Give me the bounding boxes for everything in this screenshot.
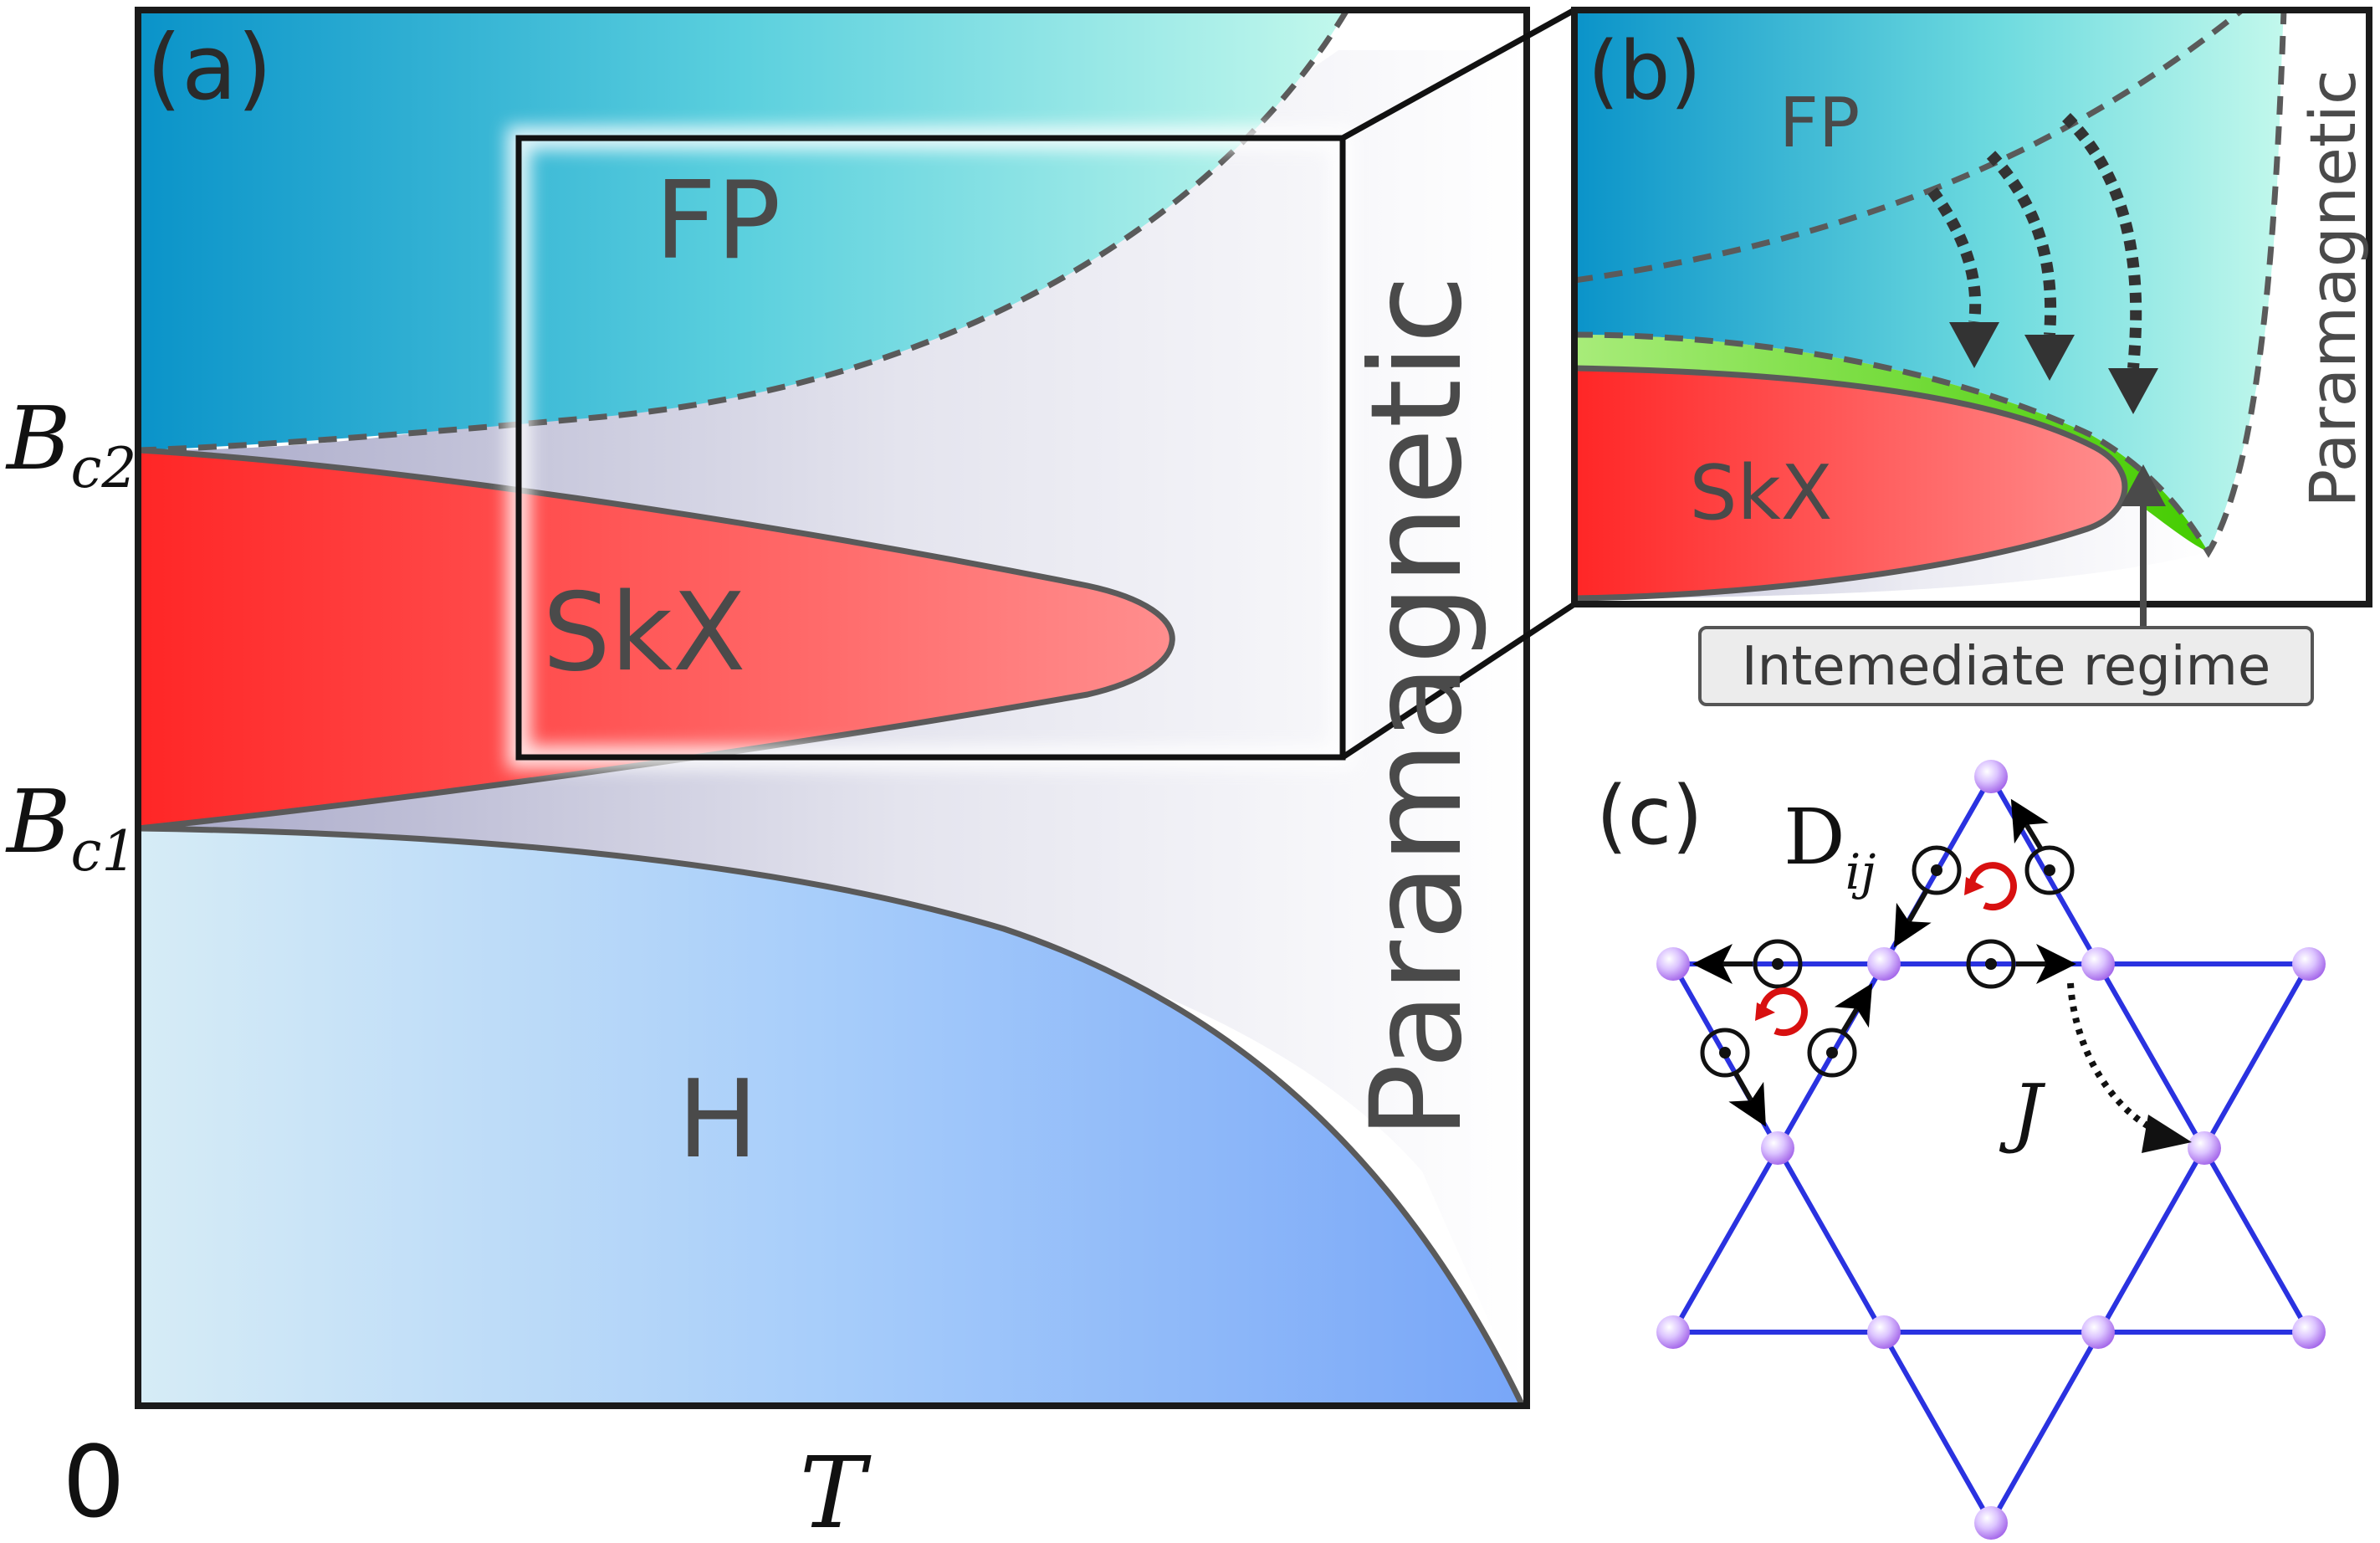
dm-vector-out (2024, 845, 2075, 895)
dm-vector-out (1807, 1028, 1857, 1078)
h-label-a: H (678, 1058, 758, 1182)
lattice-site (1867, 947, 1901, 981)
shift-arrowhead-2 (2024, 335, 2075, 381)
lattice-site (1656, 947, 1690, 981)
dm-vector-out (1912, 845, 1962, 895)
panel-a: (a) FP SkX H Paramagnetic Bc2 Bc1 0 T (5, 7, 1576, 1543)
lattice-site (1974, 760, 2008, 793)
bond-arrow (1894, 889, 1932, 948)
shift-arrows (1927, 113, 2142, 369)
lattice-site (2081, 947, 2115, 981)
bond-arrow (1834, 982, 1873, 1033)
vorticity-arrowheads (1755, 877, 1984, 1021)
lattice-site (2081, 1315, 2115, 1349)
lattice-site (2188, 1131, 2221, 1165)
dm-label: Dij (1784, 792, 1876, 900)
intermediate-callout-box (1698, 626, 2314, 706)
vorticity-arrow-up-triangle (1968, 862, 2017, 911)
shift-arrowheads (1949, 322, 2158, 414)
bc1-tick-label: Bc1 (5, 771, 136, 884)
paramagnetic-label-a: Paramagnetic (1344, 275, 1490, 1140)
dm-vector-out (1753, 939, 1803, 989)
skx-boundary-b (1574, 365, 2128, 602)
origin-label: 0 (62, 1424, 125, 1540)
lattice-site (1656, 1315, 1690, 1349)
dm-vector-dots (1719, 864, 2055, 1059)
h-region-a (138, 828, 1523, 1406)
x-axis-label: T (800, 1435, 872, 1543)
exchange-arrowhead (2142, 1115, 2192, 1153)
skx-label-b: SkX (1690, 449, 1833, 537)
lattice-site (1867, 1315, 1901, 1349)
shift-arrowhead-1 (1949, 322, 1999, 368)
fp-label-a: FP (655, 159, 781, 284)
zoom-connector-top (1341, 7, 1576, 141)
bond-arrow (2010, 798, 2050, 851)
panel-a-frame (135, 7, 1530, 1409)
shift-arrowhead-3 (2108, 368, 2158, 414)
skx-region-b (1574, 368, 2125, 598)
bond-direction-arrows (1692, 798, 2076, 1127)
fp-region-b (1574, 10, 2284, 552)
dm-vector-out (1966, 939, 2016, 989)
shift-arrow-1 (1927, 187, 1982, 323)
dm-vectors (1700, 845, 2075, 1078)
exchange-arrow (2067, 982, 2160, 1135)
callout-arrowhead (2121, 464, 2166, 506)
shift-arrow-3 (2062, 113, 2142, 369)
panel-a-label: (a) (146, 16, 272, 120)
fp-crossover-a (138, 10, 1350, 454)
vorticity-arrow-left-triangle (1758, 987, 1808, 1037)
lattice-site (1761, 1131, 1794, 1165)
paramagnetic-label-b: Paramagnetic (2296, 69, 2370, 507)
panel-c-label: (c) (1596, 769, 1703, 863)
lattice-sites (1656, 760, 2326, 1540)
zoom-connector-bottom (1341, 602, 1576, 760)
exchange-label: J (1999, 1069, 2046, 1156)
panel-b-label: (b) (1588, 24, 1702, 118)
fp-region-a (138, 10, 1347, 450)
lattice-site (1974, 1506, 2008, 1540)
dm-vector-out (1700, 1028, 1750, 1078)
skx-label-a: SkX (542, 571, 745, 695)
upper-crossover-b (1574, 10, 2244, 284)
intermediate-callout-text: Intemediate regime (1742, 636, 2270, 698)
panel-b-frame (1571, 7, 2372, 607)
h-boundary-a (138, 825, 1526, 1406)
vorticity-arrows (1758, 862, 2017, 1037)
skx-region-a (138, 450, 1173, 828)
bond-arrow (1728, 1072, 1766, 1127)
panel-c: (c) (1596, 760, 2326, 1540)
panel-b: (b) FP SkX Paramagnetic Intemediate regi… (1571, 7, 2372, 706)
skx-boundary-a (138, 447, 1175, 832)
lattice-site (2292, 947, 2326, 981)
bc2-tick-label: Bc2 (5, 387, 136, 500)
fp-label-b: FP (1779, 84, 1860, 163)
zoom-rectangle (515, 135, 1346, 761)
lattice-site (2292, 1315, 2326, 1349)
